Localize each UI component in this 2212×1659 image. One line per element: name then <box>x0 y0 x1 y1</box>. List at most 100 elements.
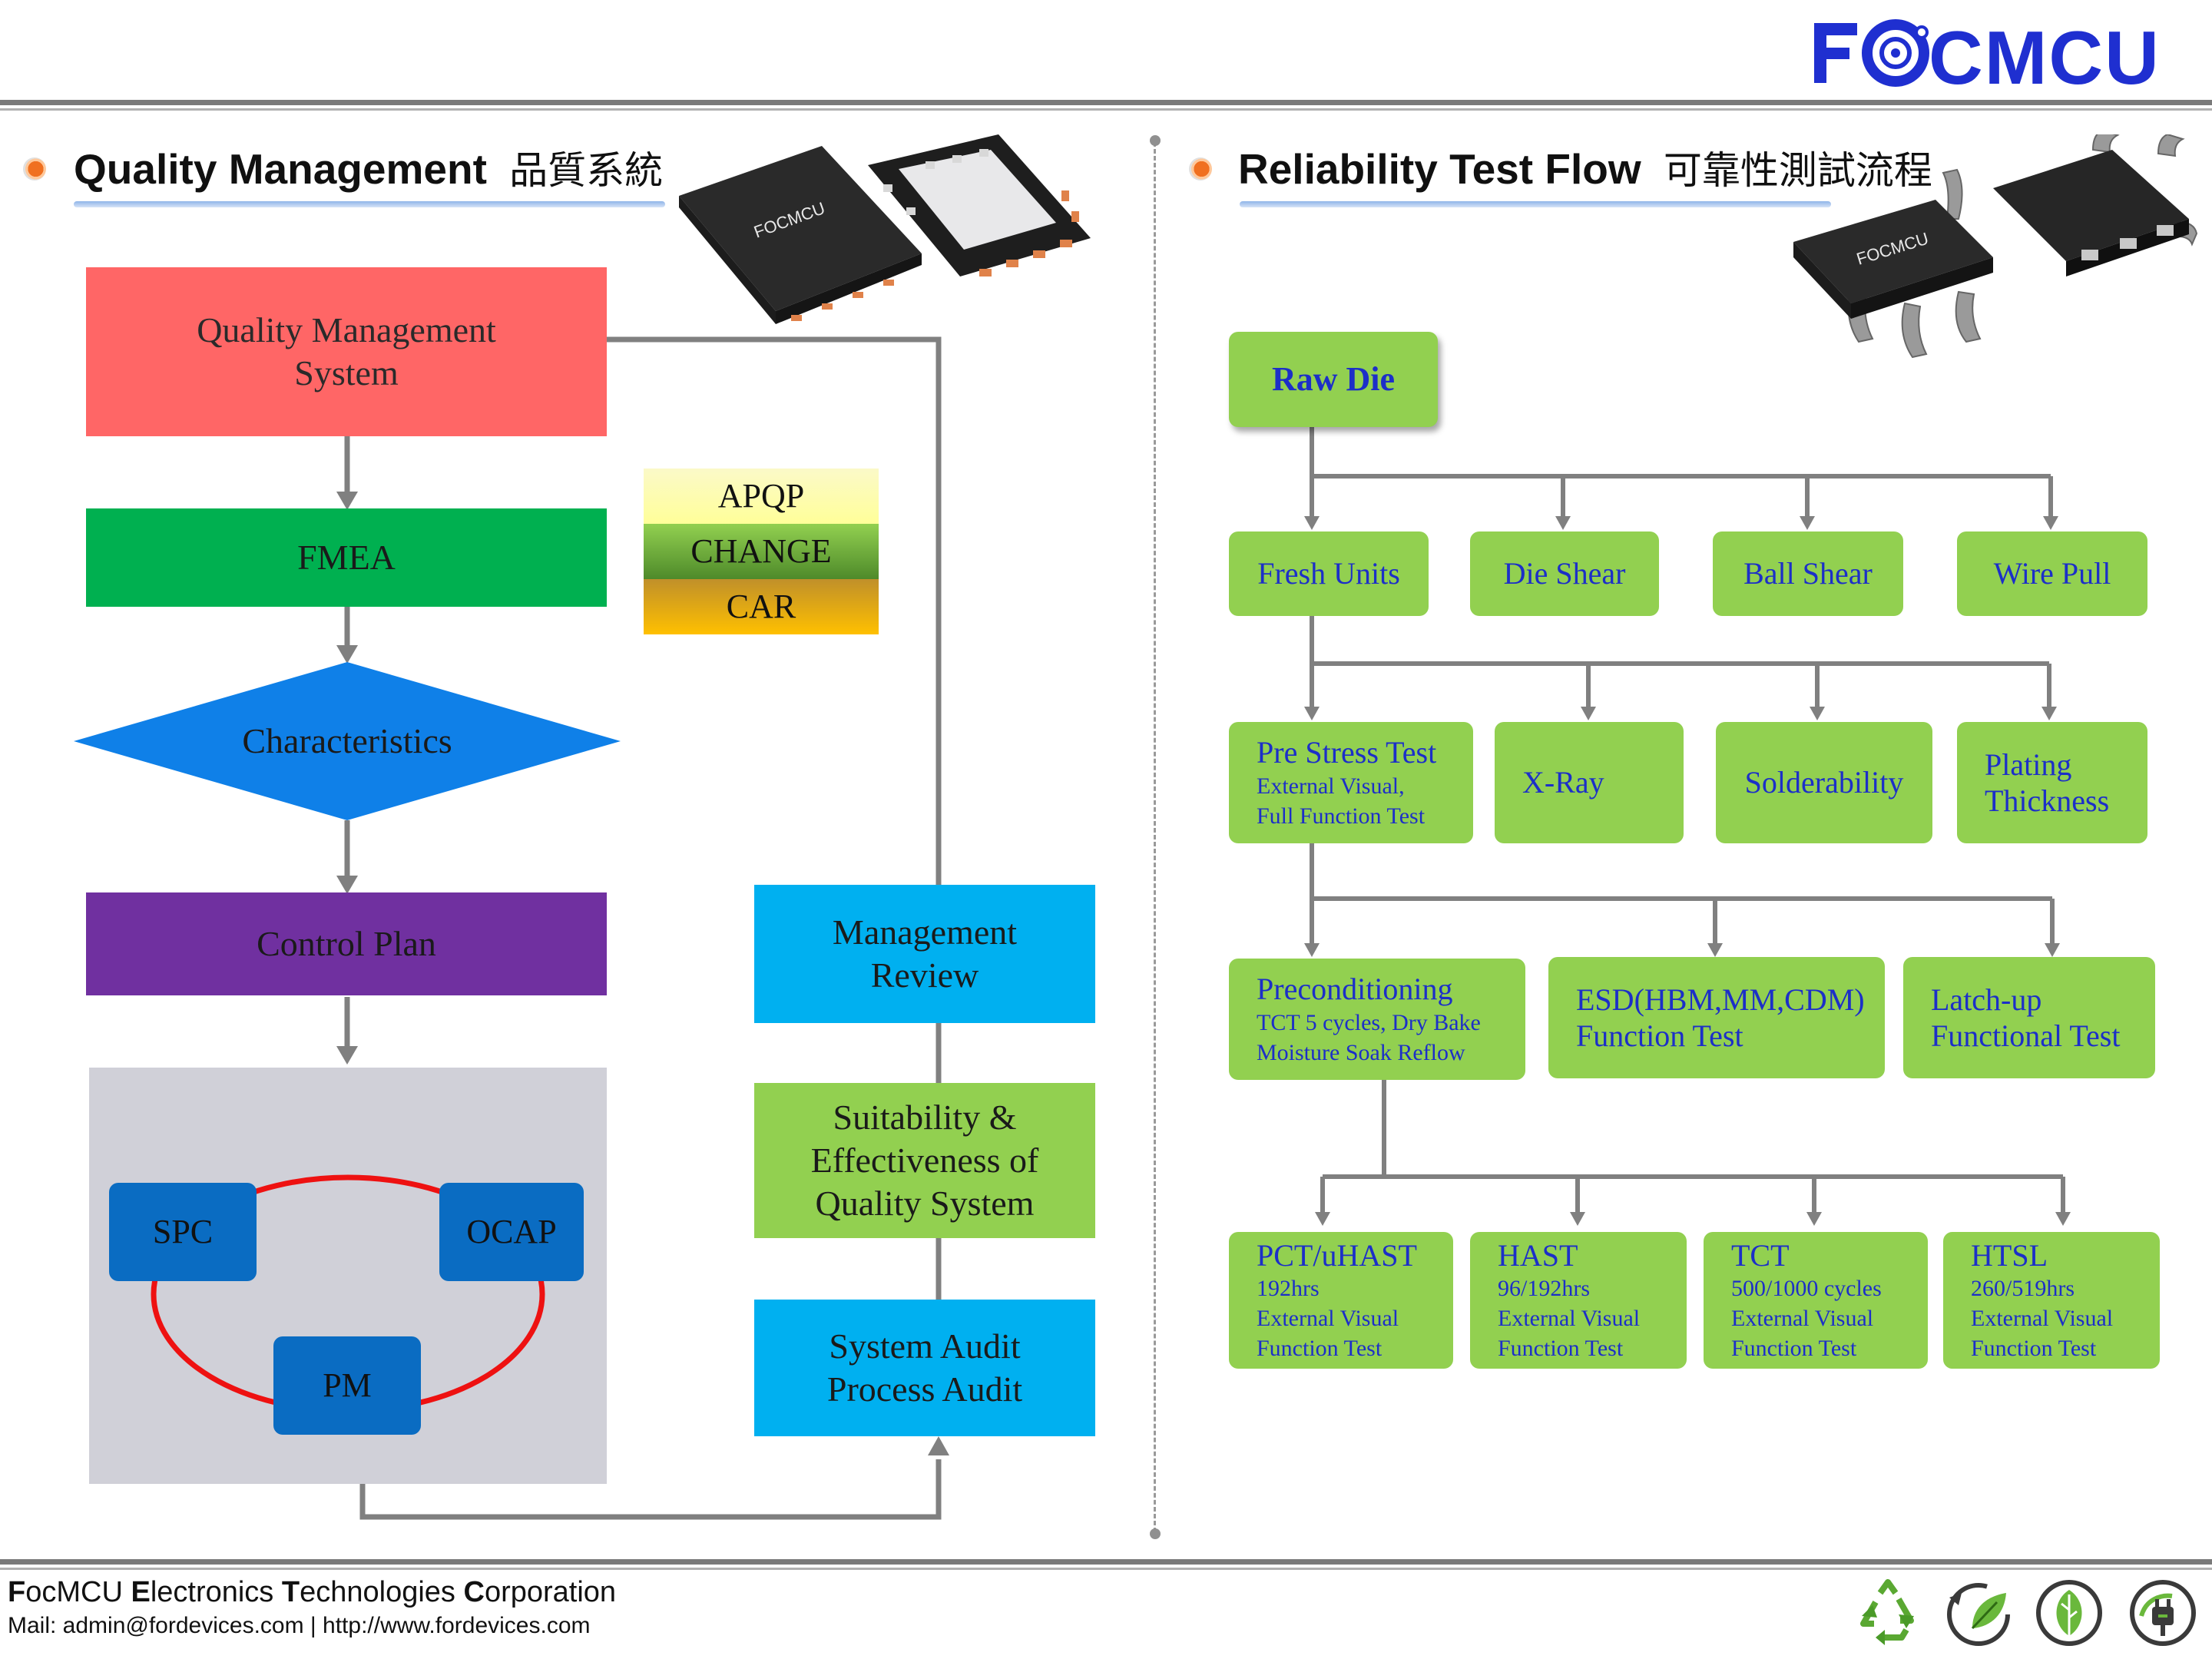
pct-title: PCT/uHAST <box>1257 1237 1417 1273</box>
qms-box: Quality Management System <box>86 267 607 436</box>
plating-label-2: Thickness <box>1985 783 2110 818</box>
pct-uhast-box: PCT/uHAST 192hrs External Visual Functio… <box>1229 1232 1453 1369</box>
section-divider <box>1154 142 1156 1532</box>
tct-line3: Function Test <box>1731 1336 1857 1362</box>
ocap-box: OCAP <box>439 1183 584 1281</box>
system-audit-label: System Audit <box>829 1326 1021 1366</box>
tct-line1: 500/1000 cycles <box>1731 1276 1882 1302</box>
management-review-box: Management Review <box>754 885 1095 1023</box>
tct-line2: External Visual <box>1731 1306 1874 1332</box>
fresh-units-label: Fresh Units <box>1257 556 1400 591</box>
preconditioning-box: Preconditioning TCT 5 cycles, Dry Bake M… <box>1229 959 1525 1080</box>
cycle-panel: SPC OCAP PM <box>89 1068 607 1484</box>
header-rule <box>0 100 2212 105</box>
fmea-label: FMEA <box>297 537 396 577</box>
htsl-line1: 260/519hrs <box>1971 1276 2075 1302</box>
left-section-title: Quality Management 品質系統 <box>74 140 663 195</box>
company-initial-c: C <box>463 1576 485 1608</box>
characteristics-diamond: Characteristics <box>74 662 621 820</box>
spc-box: SPC <box>109 1183 257 1281</box>
htsl-box: HTSL 260/519hrs External Visual Function… <box>1943 1232 2160 1369</box>
pct-line2: External Visual <box>1257 1306 1399 1332</box>
pm-label: PM <box>323 1366 372 1405</box>
bullet-icon <box>1189 157 1212 180</box>
sot-chip-image: FOCMCU <box>1790 129 2204 380</box>
raw-die-box: Raw Die <box>1229 332 1438 427</box>
plating-label-1: Plating <box>1985 747 2072 782</box>
hast-line2: External Visual <box>1498 1306 1641 1332</box>
eco-leaf-icon <box>2032 1576 2106 1650</box>
die-shear-box: Die Shear <box>1470 531 1659 616</box>
right-connectors <box>1304 427 2071 1226</box>
plating-thickness-box: Plating Thickness <box>1957 722 2147 843</box>
latch-label-2: Functional Test <box>1931 1018 2121 1053</box>
pre-stress-title: Pre Stress Test <box>1257 735 1437 770</box>
latch-up-box: Latch-up Functional Test <box>1903 957 2155 1078</box>
wire-pull-label: Wire Pull <box>1993 556 2111 591</box>
left-connectors <box>336 336 949 1520</box>
esd-box: ESD(HBM,MM,CDM) Function Test <box>1548 957 1885 1078</box>
company-initial-t: T <box>281 1576 300 1608</box>
audit-box: System Audit Process Audit <box>754 1300 1095 1436</box>
esd-label-1: ESD(HBM,MM,CDM) <box>1576 982 1865 1017</box>
suitability-label: Suitability & Effectiveness of Quality S… <box>810 1097 1039 1224</box>
footer-rule <box>0 1559 2212 1565</box>
fmea-box: FMEA <box>86 508 607 607</box>
precond-sub2: Moisture Soak Reflow <box>1257 1039 1465 1065</box>
characteristics-label: Characteristics <box>242 720 452 760</box>
pre-stress-sub1: External Visual, <box>1257 773 1405 799</box>
xray-box: X-Ray <box>1495 722 1684 843</box>
wire-pull-box: Wire Pull <box>1957 531 2147 616</box>
right-section-title: Reliability Test Flow 可靠性測試流程 <box>1238 140 1932 195</box>
green-plug-icon <box>2126 1576 2200 1650</box>
ocap-label: OCAP <box>466 1213 557 1251</box>
fresh-units-box: Fresh Units <box>1229 531 1429 616</box>
pct-line1: 192hrs <box>1257 1276 1320 1302</box>
change-box: CHANGE <box>644 524 879 579</box>
qfn-chip-image: FOCMCU <box>668 123 1098 346</box>
tct-title: TCT <box>1731 1237 1790 1273</box>
control-plan-box: Control Plan <box>86 892 607 995</box>
left-title-underline <box>74 201 665 207</box>
car-label: CAR <box>726 588 796 626</box>
ball-shear-label: Ball Shear <box>1743 556 1873 591</box>
hast-line1: 96/192hrs <box>1498 1276 1590 1302</box>
right-title-underline <box>1240 201 1831 207</box>
ball-shear-box: Ball Shear <box>1713 531 1903 616</box>
brand-logo: CMCU <box>1810 9 2178 100</box>
hast-title: HAST <box>1498 1237 1578 1273</box>
company-word-1: ocMCU <box>25 1576 131 1608</box>
hast-box: HAST 96/192hrs External Visual Function … <box>1470 1232 1687 1369</box>
right-title-en: Reliability Test Flow <box>1238 145 1641 193</box>
leaf-cycle-icon <box>1942 1576 2015 1650</box>
apqp-label: APQP <box>717 477 805 515</box>
spc-label: SPC <box>152 1213 214 1251</box>
company-word-3: echnologies <box>300 1576 464 1608</box>
pre-stress-test-box: Pre Stress Test External Visual, Full Fu… <box>1229 722 1473 843</box>
apqp-box: APQP <box>644 469 879 524</box>
company-initial-e: E <box>131 1576 151 1608</box>
pre-stress-sub2: Full Function Test <box>1257 803 1426 829</box>
company-name: FocMCU Electronics Technologies Corporat… <box>8 1576 616 1609</box>
solderability-box: Solderability <box>1716 722 1932 843</box>
htsl-title: HTSL <box>1971 1237 2048 1273</box>
die-shear-label: Die Shear <box>1503 556 1626 591</box>
company-word-4: orporation <box>484 1576 617 1608</box>
xray-label: X-Ray <box>1522 765 1604 800</box>
logo-text: CMCU <box>1929 15 2161 94</box>
precond-title: Preconditioning <box>1257 972 1453 1007</box>
divider-dot-bottom <box>1150 1528 1161 1539</box>
suitability-box: Suitability & Effectiveness of Quality S… <box>754 1083 1095 1238</box>
footer-rule-thin <box>0 1568 2212 1570</box>
esd-label-2: Function Test <box>1576 1018 1743 1053</box>
process-audit-label: Process Audit <box>826 1369 1023 1409</box>
company-initial-f: F <box>8 1576 26 1608</box>
header-rule-thin <box>0 108 2212 111</box>
bullet-icon <box>23 157 46 180</box>
raw-die-label: Raw Die <box>1271 360 1396 399</box>
pct-line3: Function Test <box>1257 1336 1382 1362</box>
control-plan-label: Control Plan <box>257 923 436 963</box>
qms-label: Quality Management System <box>197 310 496 392</box>
company-word-2: lectronics <box>150 1576 282 1608</box>
recycle-icon <box>1851 1576 1925 1650</box>
